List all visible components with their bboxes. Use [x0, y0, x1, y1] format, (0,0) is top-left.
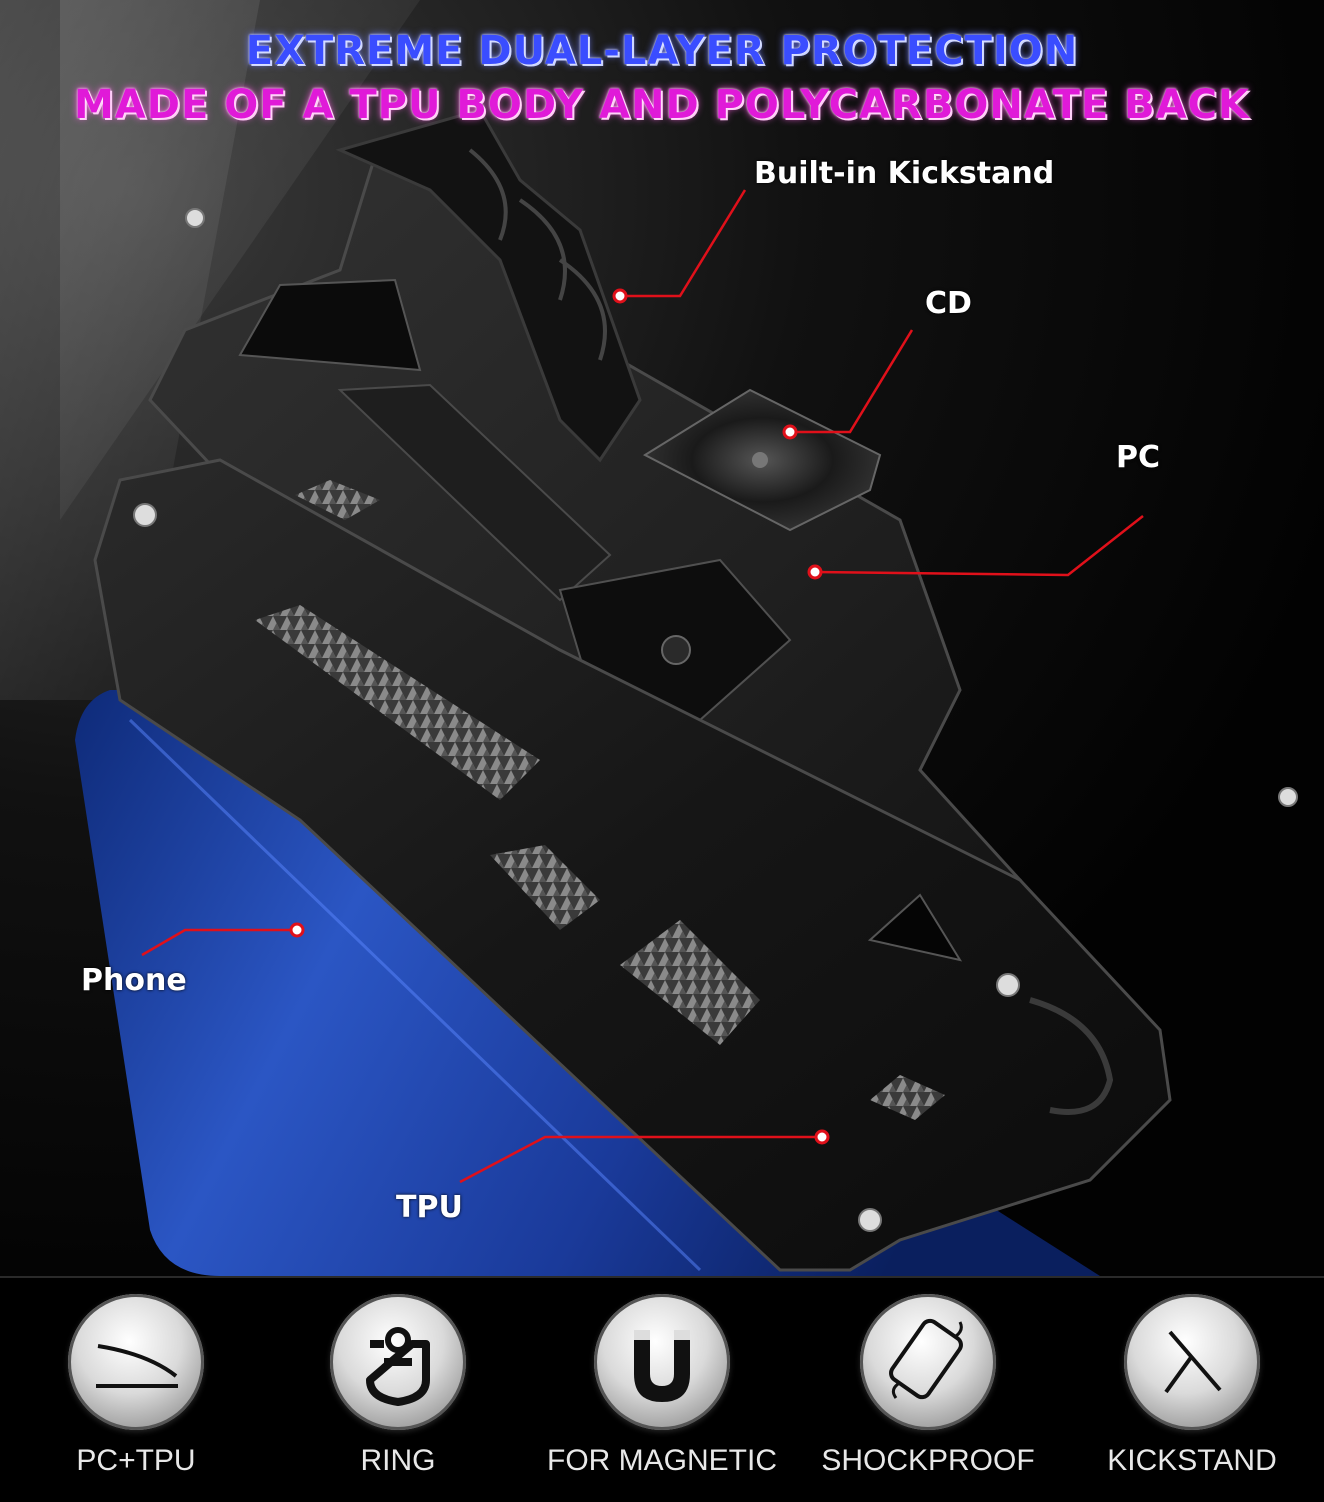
center-hole [661, 635, 691, 665]
callout-tpu: TPU [396, 1190, 463, 1225]
cd-center [752, 452, 768, 468]
grip-texture [870, 1075, 945, 1120]
callout-cd: CD [925, 286, 972, 321]
headline-line-1: EXTREME DUAL-LAYER PROTECTION [245, 28, 1079, 74]
ring-arc [1029, 997, 1114, 1115]
kickstand-icon [1124, 1294, 1260, 1430]
product-illustration: EXTREME DUAL-LAYER PROTECTION MADE OF A … [0, 0, 1324, 1276]
grip-texture [295, 480, 380, 520]
headline-line-2: MADE OF A TPU BODY AND POLYCARBONATE BAC… [74, 82, 1250, 128]
magnet-icon [594, 1294, 730, 1430]
light-beam [60, 0, 420, 520]
feature-label: FOR MAGNETIC [547, 1444, 777, 1477]
screw [996, 973, 1020, 997]
phone-edge-highlight [128, 718, 702, 1272]
loose-screw [185, 208, 205, 228]
feature-pc-tpu: PC+TPU [6, 1278, 266, 1502]
ring-holder-icon [330, 1294, 466, 1430]
kickstand-frame [337, 383, 612, 602]
camera-cutout [867, 893, 963, 962]
kickstand-piece [335, 108, 642, 463]
screw [858, 1208, 882, 1232]
exploded-case-drawing [0, 0, 1298, 1276]
feature-label: PC+TPU [76, 1444, 196, 1477]
curve-layer-icon [68, 1294, 204, 1430]
pc-cutout [238, 278, 422, 372]
feature-shockproof: SHOCKPROOF [798, 1278, 1058, 1502]
feature-bar: PC+TPU RING FOR MAGNETIC [0, 1276, 1324, 1502]
screw [133, 503, 157, 527]
callout-lines [141, 189, 1144, 1184]
callout-dots [289, 288, 830, 1145]
feature-label: KICKSTAND [1107, 1444, 1277, 1477]
grip-texture [490, 845, 600, 930]
feature-label: RING [360, 1444, 436, 1477]
feature-ring: RING [268, 1278, 528, 1502]
kickstand-ribs [468, 148, 607, 361]
shockproof-phone-icon [860, 1294, 996, 1430]
feature-magnetic: FOR MAGNETIC [532, 1278, 792, 1502]
feature-label: SHOCKPROOF [821, 1444, 1035, 1477]
loose-screw [1278, 787, 1298, 807]
callout-kickstand: Built-in Kickstand [754, 156, 1055, 191]
grip-texture [255, 605, 540, 800]
grip-texture [620, 920, 760, 1045]
callout-phone: Phone [81, 963, 187, 998]
feature-kickstand: KICKSTAND [1062, 1278, 1322, 1502]
callout-pc: PC [1116, 440, 1161, 475]
